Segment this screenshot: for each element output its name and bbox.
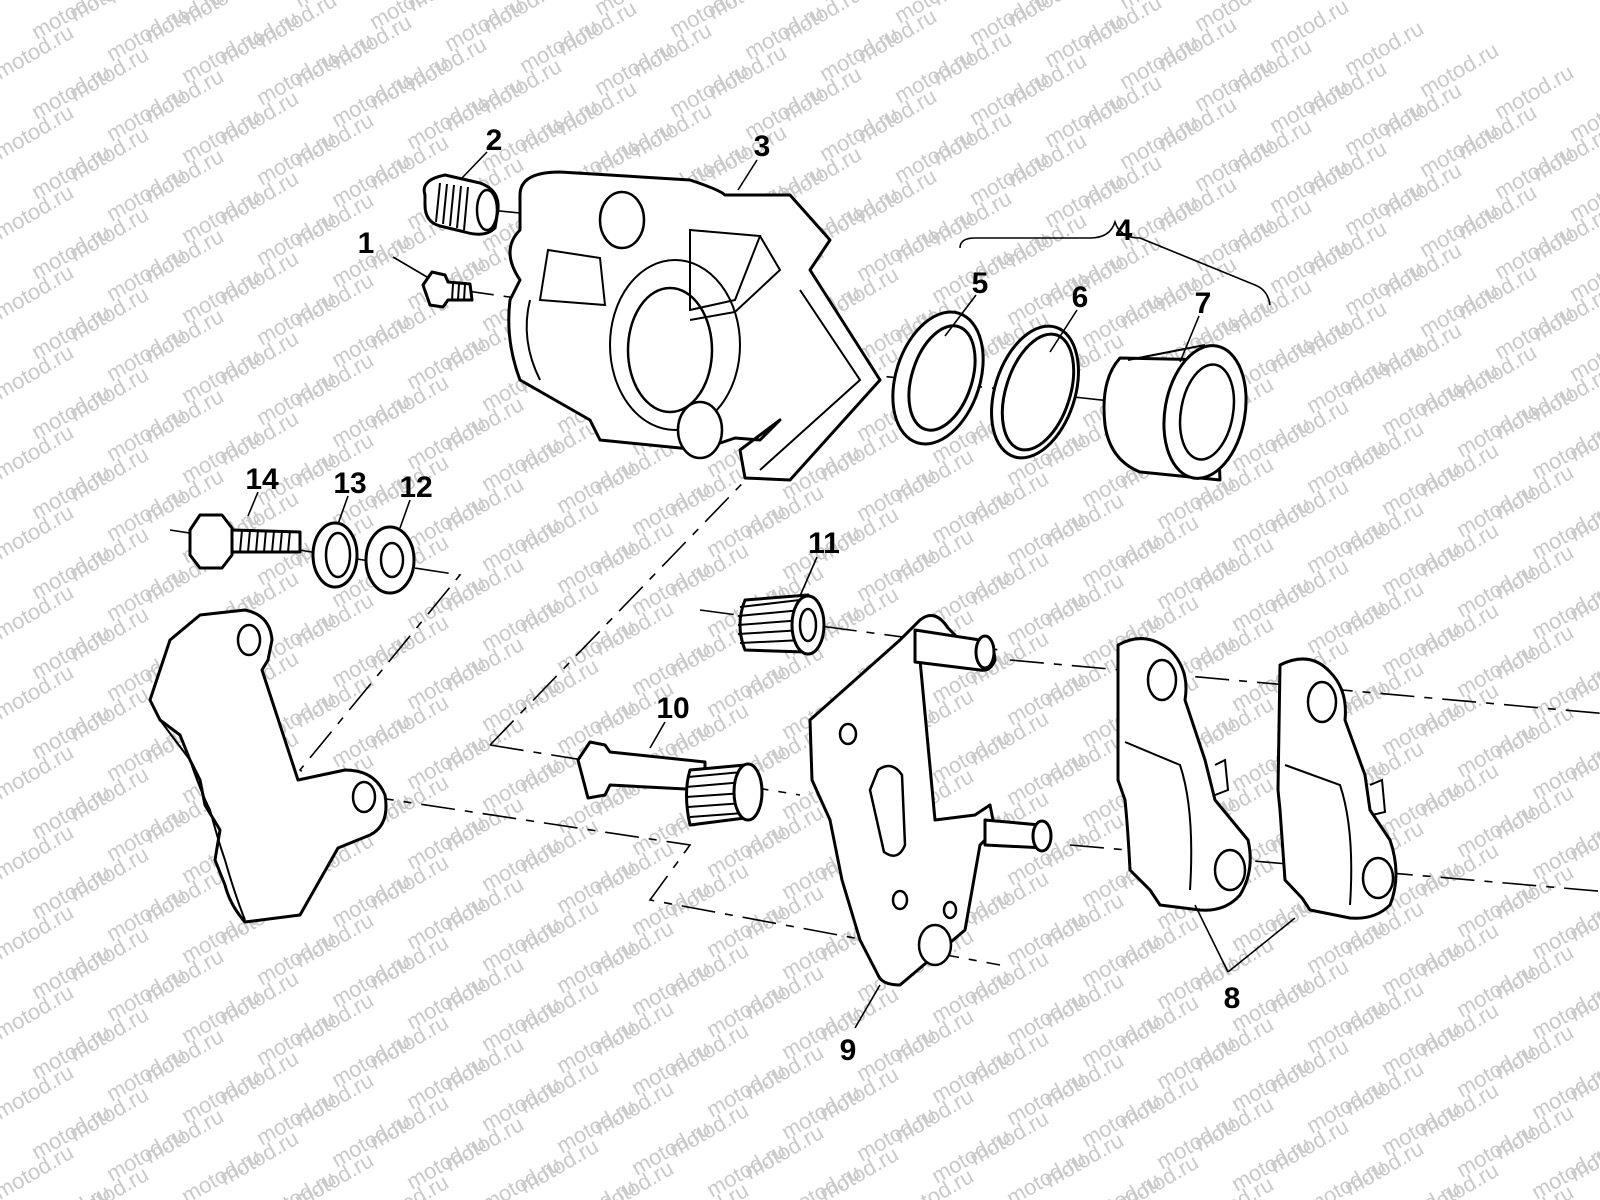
part-seal xyxy=(891,310,985,446)
callout-14: 14 xyxy=(245,463,279,496)
leader-12 xyxy=(399,499,411,529)
part-piston xyxy=(1102,344,1248,482)
callout-6: 6 xyxy=(1072,281,1089,314)
callout-5: 5 xyxy=(972,267,989,300)
part-pin-boot xyxy=(737,593,826,656)
kit-bracket xyxy=(959,219,1271,306)
callout-7: 7 xyxy=(1195,287,1212,320)
leader-8b xyxy=(1227,917,1296,973)
centerline-pads-top xyxy=(1009,659,1600,715)
callout-8: 8 xyxy=(1224,982,1241,1015)
watermark-text: motod.ru xyxy=(1302,1153,1390,1200)
leader-14 xyxy=(247,491,259,517)
leader-10 xyxy=(649,721,666,749)
callout-2: 2 xyxy=(486,124,503,157)
callout-1: 1 xyxy=(358,227,375,260)
leader-3 xyxy=(737,159,758,191)
leader-11 xyxy=(799,556,818,597)
part-caliper-body xyxy=(507,170,882,482)
part-plug xyxy=(422,173,500,236)
part-slide-pin xyxy=(576,740,764,827)
callout-4: 4 xyxy=(1116,214,1133,247)
callout-10: 10 xyxy=(656,692,689,725)
callout-11: 11 xyxy=(808,527,840,560)
callout-3: 3 xyxy=(754,130,771,163)
leader-lines xyxy=(247,151,1296,1029)
part-washer xyxy=(364,525,416,595)
part-support-plate xyxy=(808,614,1053,987)
part-mounting-bracket xyxy=(148,608,388,924)
watermark-text: motod.ru xyxy=(552,1173,640,1200)
centerline-bracket xyxy=(359,794,1001,966)
part-bolt xyxy=(188,513,302,570)
part-bleeder-screw xyxy=(421,270,474,309)
leader-1 xyxy=(392,256,428,278)
watermark-text: motod.ru xyxy=(777,1159,865,1200)
leader-5 xyxy=(944,294,977,337)
callout-12: 12 xyxy=(399,471,432,504)
leader-8a xyxy=(1194,904,1229,973)
watermark-text: motod.ru xyxy=(1077,1167,1165,1200)
watermark-text: motod.ru xyxy=(1002,1145,1090,1200)
leader-7 xyxy=(1179,315,1200,363)
leader-9 xyxy=(854,984,881,1029)
leader-13 xyxy=(337,495,349,525)
leader-2 xyxy=(461,151,488,179)
callout-9: 9 xyxy=(840,1034,857,1067)
part-lock-washer xyxy=(311,521,359,589)
watermark-text: motod.ru xyxy=(177,1143,265,1200)
part-dust-seal xyxy=(990,324,1080,460)
part-brake-pads xyxy=(1116,637,1398,920)
watermark-text: motod.ru xyxy=(1377,1175,1465,1200)
leader-6 xyxy=(1049,309,1078,353)
callouts: 1 2 3 4 5 6 7 8 9 10 11 12 13 14 xyxy=(245,124,1240,1067)
callout-13: 13 xyxy=(333,467,366,500)
watermark-text: motod.ru xyxy=(477,1151,565,1200)
